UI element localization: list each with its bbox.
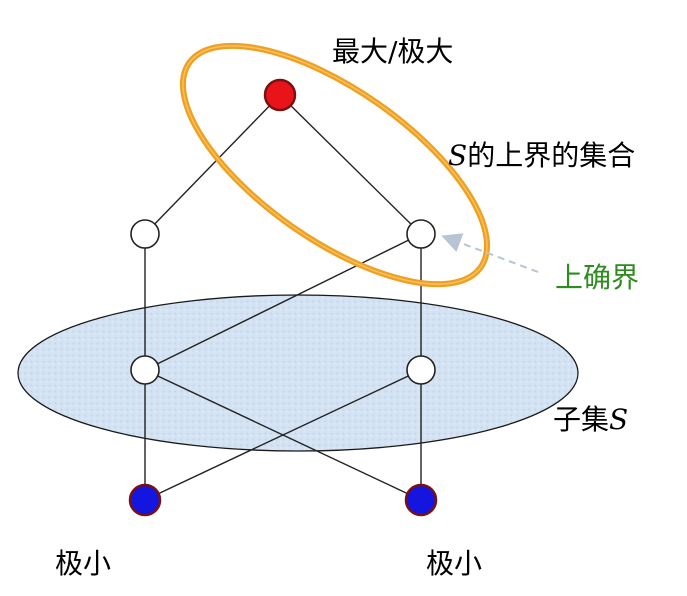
node-low-right — [406, 355, 436, 385]
min-right-label: 极小 — [426, 547, 482, 580]
upper-set-s: S — [448, 139, 467, 172]
min-left-label: 极小 — [55, 547, 111, 580]
edge-top-mid-left — [144, 94, 281, 235]
max-label: 最大/极大 — [332, 35, 453, 68]
node-low-left — [130, 355, 160, 385]
upper-bound-set-label: S的上界的集合 — [448, 139, 635, 172]
subset-label: 子集S — [553, 403, 628, 436]
upper-bound-ring — [179, 42, 491, 288]
node-mid-right — [406, 219, 436, 249]
subset-prefix: 子集 — [553, 403, 609, 436]
nodes — [128, 78, 438, 517]
supremum-arrow — [441, 233, 539, 273]
subset-s: S — [609, 403, 628, 436]
edge-mid-right-low-left — [144, 233, 422, 371]
edge-top-mid-right — [279, 94, 422, 235]
edge-low-right-bottom-left — [144, 369, 422, 501]
edges — [144, 94, 422, 501]
upper-set-rest: 的上界的集合 — [467, 139, 635, 172]
node-bottom-right — [404, 483, 438, 517]
node-bottom-left — [128, 483, 162, 517]
node-mid-left — [130, 219, 160, 249]
supremum-label: 上确界 — [555, 261, 639, 294]
node-top — [263, 78, 297, 112]
